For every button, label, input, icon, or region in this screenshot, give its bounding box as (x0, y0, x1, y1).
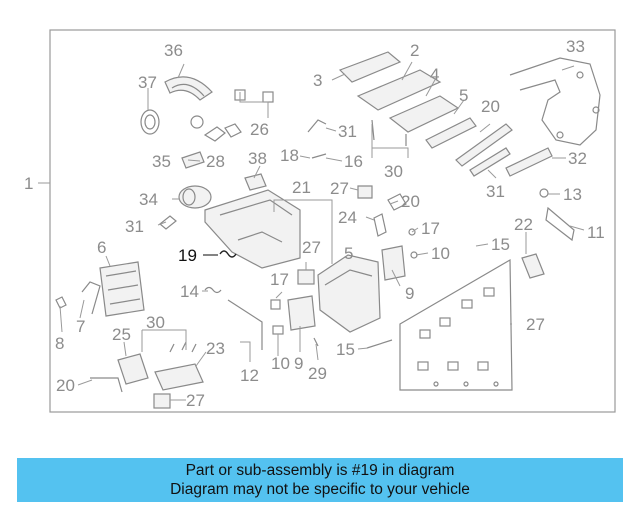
callout-8: 8 (55, 334, 64, 353)
callout-12: 12 (240, 366, 259, 385)
callout-27: 27 (302, 238, 321, 257)
callout-30: 30 (146, 313, 165, 332)
callout-6: 6 (97, 238, 106, 257)
callout-4: 4 (430, 65, 439, 84)
banner-line-2: Diagram may not be specific to your vehi… (170, 481, 470, 498)
callout-16: 16 (344, 152, 363, 171)
part-drawings (55, 51, 601, 409)
callout-20: 20 (56, 376, 75, 395)
callout-13: 13 (563, 185, 582, 204)
callout-5: 5 (344, 244, 353, 263)
callout-27: 27 (186, 391, 205, 410)
callout-35: 35 (152, 152, 171, 171)
callout-22: 22 (514, 215, 533, 234)
diagram-frame (49, 29, 616, 413)
callout-31: 31 (125, 217, 144, 236)
callout-15: 15 (491, 235, 510, 254)
callouts: 1 2 3 4 5 5 6 7 8 9 9 10 10 11 12 13 14 … (24, 37, 605, 410)
info-banner: Part or sub-assembly is #19 in diagram D… (17, 458, 623, 502)
callout-9: 9 (294, 354, 303, 373)
callout-9: 9 (405, 284, 414, 303)
callout-11: 11 (587, 223, 605, 242)
callout-20: 20 (401, 192, 420, 211)
callout-14: 14 (180, 282, 199, 301)
banner-line-1: Part or sub-assembly is #19 in diagram (185, 462, 455, 479)
callout-15: 15 (336, 340, 355, 359)
callout-32: 32 (568, 149, 587, 168)
callout-21: 21 (292, 178, 311, 197)
callout-38: 38 (248, 149, 267, 168)
callout-3: 3 (313, 71, 322, 90)
callout-26: 26 (250, 120, 269, 139)
callout-23: 23 (206, 339, 225, 358)
callout-7: 7 (76, 317, 85, 336)
callout-19-highlighted: 19 (178, 246, 197, 265)
callout-29: 29 (308, 364, 327, 383)
callout-30: 30 (384, 162, 403, 181)
part-19-clip (219, 250, 237, 258)
callout-25: 25 (112, 325, 131, 344)
callout-10: 10 (271, 354, 290, 373)
callout-33: 33 (566, 37, 585, 56)
callout-18: 18 (280, 146, 299, 165)
callout-28: 28 (206, 152, 225, 171)
callout-10: 10 (431, 244, 450, 263)
callout-17: 17 (421, 219, 440, 238)
parts-diagram: 1 2 3 4 5 5 6 7 8 9 9 10 10 11 12 13 14 … (24, 29, 616, 413)
callout-31: 31 (486, 182, 505, 201)
callout-20: 20 (481, 97, 500, 116)
callout-36: 36 (164, 41, 183, 60)
callout-37: 37 (138, 73, 157, 92)
callout-24: 24 (338, 208, 357, 227)
callout-17: 17 (270, 270, 289, 289)
callout-27: 27 (526, 315, 545, 334)
callout-5: 5 (459, 86, 468, 105)
callout-2: 2 (410, 41, 419, 60)
callout-34: 34 (139, 190, 158, 209)
callout-31: 31 (338, 122, 357, 141)
callout-1: 1 (24, 174, 33, 193)
callout-27: 27 (330, 179, 349, 198)
leader-lines (38, 61, 585, 401)
